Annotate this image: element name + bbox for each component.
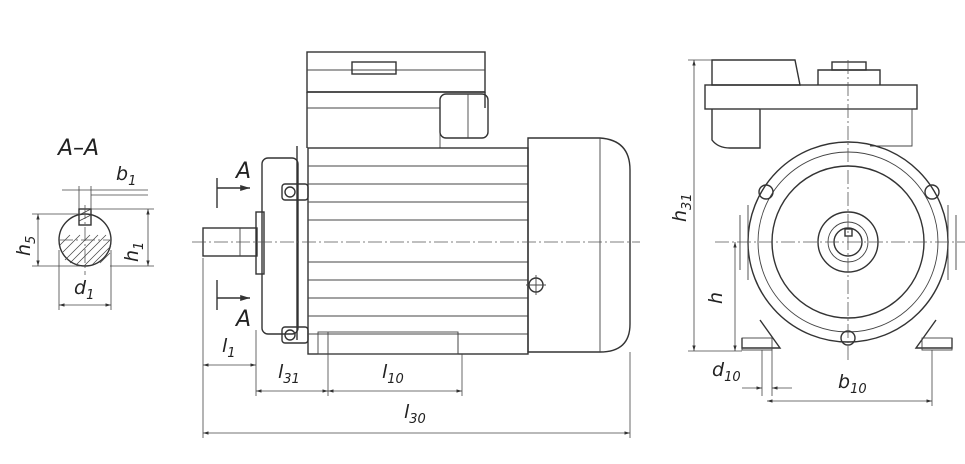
label-h31: h31 <box>669 193 695 222</box>
label-h5: h5 <box>13 236 39 256</box>
cooling-fins <box>308 165 528 335</box>
label-b1: b1 <box>116 163 136 189</box>
shaft-section-view: A–A b1 h5 h1 <box>13 136 154 310</box>
label-d10: d10 <box>712 359 741 385</box>
label-l30: l30 <box>404 401 426 427</box>
label-d1: d1 <box>74 277 94 303</box>
section-mark-a-top: A <box>234 159 251 184</box>
stator-housing <box>307 147 529 355</box>
label-h: h <box>705 292 727 304</box>
terminal-box-top-cap <box>351 61 397 75</box>
section-title: A–A <box>56 136 99 161</box>
label-l31: l31 <box>278 361 300 387</box>
front-terminal-box <box>704 84 918 110</box>
front-mounting-feet <box>741 319 953 349</box>
label-b10: b10 <box>838 371 867 397</box>
label-h1: h1 <box>121 242 147 262</box>
motor-front-view: h31 h d10 b10 <box>669 59 965 406</box>
cable-gland <box>439 93 489 139</box>
front-end-shield <box>261 157 299 335</box>
section-mark-a-bottom: A <box>234 307 251 332</box>
label-l10: l10 <box>382 361 404 387</box>
label-l1: l1 <box>222 335 236 361</box>
motor-side-view: A A l1 l31 l10 l30 <box>192 51 640 438</box>
fan-cover <box>527 137 631 353</box>
